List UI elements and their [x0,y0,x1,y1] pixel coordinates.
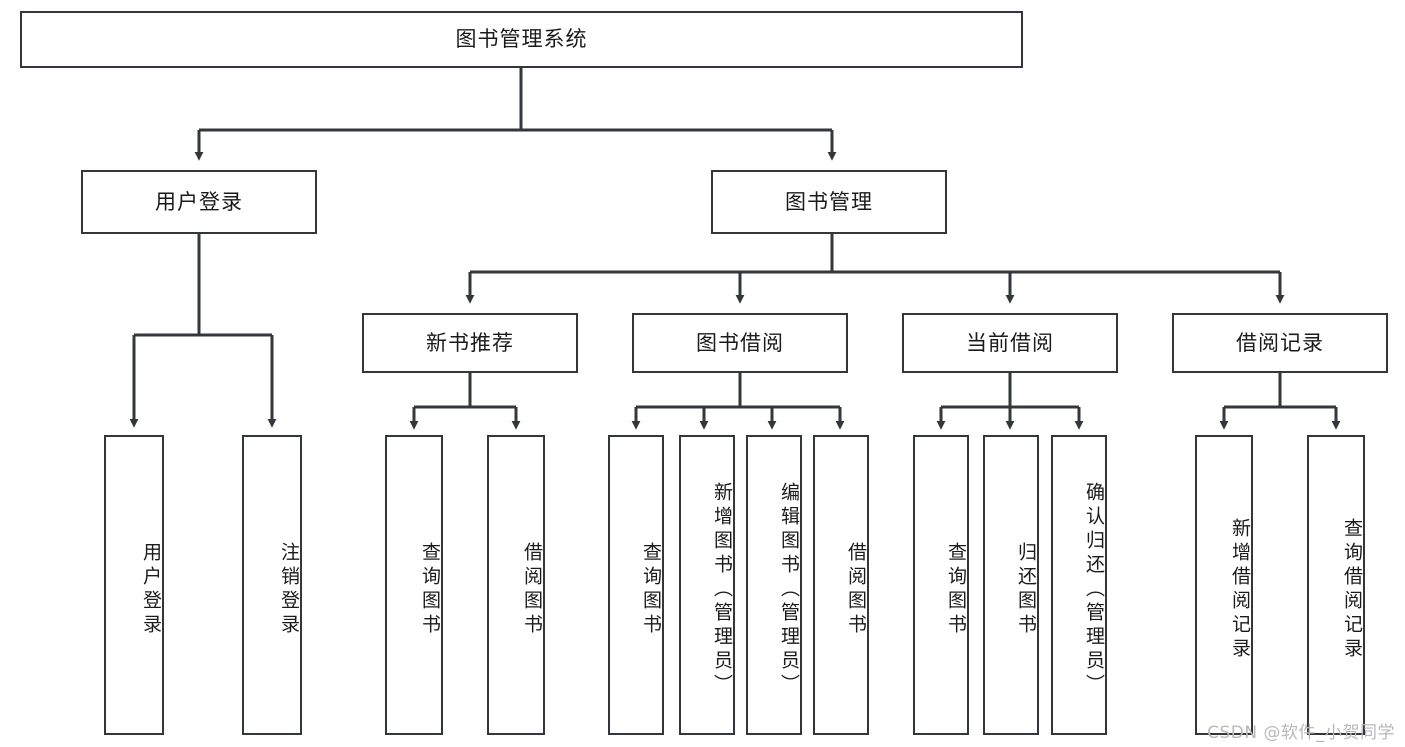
node-user-login[interactable]: 用户登录 [81,170,317,234]
leaf-label: 注销登录 [278,542,300,638]
leaf-borrow-record-1[interactable]: 新增借阅记录 [1195,435,1253,735]
leaf-user-login-2[interactable]: 注销登录 [242,435,302,735]
leaf-new-book-2[interactable]: 借阅图书 [487,435,545,735]
csdn-watermark: CSDN @软件_小贺同学 [1207,723,1395,743]
leaf-label: 新增图书（管理员） [711,482,733,698]
node-new-book[interactable]: 新书推荐 [362,313,578,373]
leaf-new-book-1[interactable]: 查询图书 [385,435,443,735]
leaf-book-borrow-3[interactable]: 编辑图书（管理员） [746,435,802,735]
leaf-label: 编辑图书（管理员） [778,482,800,698]
leaf-label: 查询图书 [640,542,662,638]
node-current-borrow[interactable]: 当前借阅 [902,313,1118,373]
node-book-borrow[interactable]: 图书借阅 [632,313,848,373]
node-book-manage[interactable]: 图书管理 [711,170,947,234]
node-book-manage-label: 图书管理 [785,189,873,214]
leaf-book-borrow-1[interactable]: 查询图书 [608,435,664,735]
leaf-label: 借阅图书 [845,542,867,638]
leaf-book-borrow-4[interactable]: 借阅图书 [813,435,869,735]
leaf-label: 借阅图书 [521,542,543,638]
leaf-book-borrow-2[interactable]: 新增图书（管理员） [679,435,735,735]
node-borrow-record[interactable]: 借阅记录 [1172,313,1388,373]
leaf-current-borrow-2[interactable]: 归还图书 [983,435,1039,735]
leaf-label: 确认归还（管理员） [1083,482,1105,698]
leaf-label: 查询图书 [419,542,441,638]
leaf-current-borrow-3[interactable]: 确认归还（管理员） [1051,435,1107,735]
node-new-book-label: 新书推荐 [426,330,514,355]
node-book-borrow-label: 图书借阅 [696,330,784,355]
node-root-label: 图书管理系统 [455,27,588,52]
node-user-login-label: 用户登录 [155,189,243,214]
leaf-label: 新增借阅记录 [1229,518,1251,662]
leaf-current-borrow-1[interactable]: 查询图书 [913,435,969,735]
leaf-label: 查询借阅记录 [1341,518,1363,662]
node-borrow-record-label: 借阅记录 [1236,330,1324,355]
node-root[interactable]: 图书管理系统 [20,11,1023,68]
leaf-user-login-1[interactable]: 用户登录 [104,435,164,735]
leaf-label: 归还图书 [1015,542,1037,638]
leaf-label: 用户登录 [140,542,162,638]
leaf-label: 查询图书 [945,542,967,638]
node-current-borrow-label: 当前借阅 [966,330,1054,355]
leaf-borrow-record-2[interactable]: 查询借阅记录 [1307,435,1365,735]
